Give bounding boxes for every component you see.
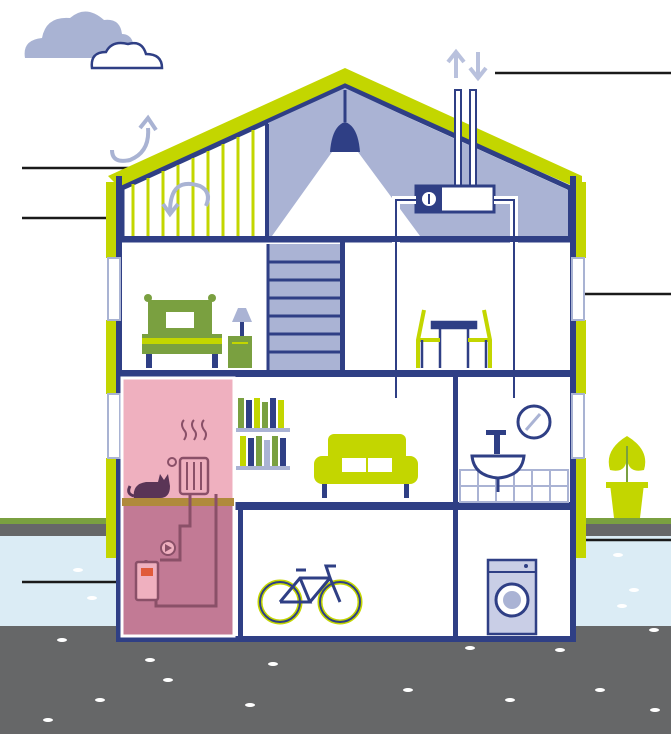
grass-right: [580, 518, 671, 524]
mirror-icon: [518, 406, 550, 438]
washing-machine-icon: [488, 560, 536, 634]
boiler-icon: [136, 562, 158, 600]
staircase: [268, 244, 340, 370]
grass-left: [0, 518, 112, 524]
pump-icon: [161, 541, 175, 555]
